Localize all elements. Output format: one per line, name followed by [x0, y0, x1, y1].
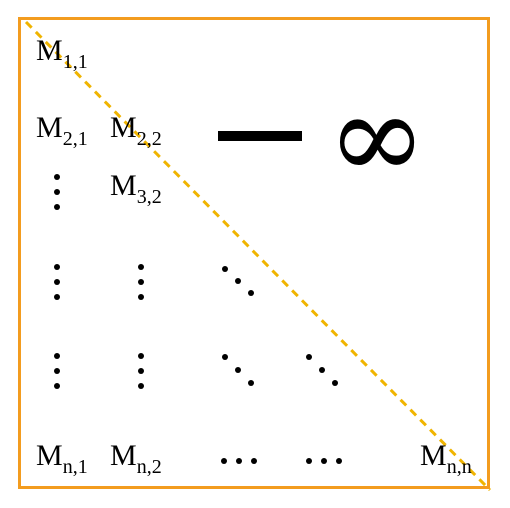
vdots-c1-r5 [54, 383, 60, 389]
entry-m11: M1,1 [36, 34, 88, 73]
ddots-r5-c3 [222, 354, 228, 360]
ddots-r4-c3 [235, 278, 241, 284]
vdots-c1-r3 [54, 189, 60, 195]
vdots-c2-r5 [138, 368, 144, 374]
vdots-c1-r4 [54, 264, 60, 270]
ddots-r5-c3 [235, 367, 241, 373]
entry-m21: M2,1 [36, 111, 88, 150]
entry-mn1: Mn,1 [36, 439, 88, 478]
vdots-c2-r4 [138, 279, 144, 285]
ddots-r5-c4 [319, 367, 325, 373]
hdots-rn-c3 [221, 458, 227, 464]
vdots-c1-r3 [54, 204, 60, 210]
ddots-r4-c3 [248, 290, 254, 296]
vdots-c1-r4 [54, 294, 60, 300]
vdots-c2-r5 [138, 383, 144, 389]
hdots-rn-c4 [321, 458, 327, 464]
entry-mn2: Mn,2 [110, 439, 162, 478]
infinity-symbol: ∞ [327, 68, 427, 207]
ddots-r4-c3 [222, 266, 228, 272]
vdots-c2-r4 [138, 264, 144, 270]
entry-m22: M2,2 [110, 111, 162, 150]
entry-m32: M3,2 [110, 169, 162, 208]
vdots-c1-r5 [54, 368, 60, 374]
hdots-rn-c4 [306, 458, 312, 464]
matrix-border [18, 17, 490, 489]
vdots-c1-r4 [54, 279, 60, 285]
ddots-r5-c4 [306, 354, 312, 360]
vdots-c2-r5 [138, 353, 144, 359]
entry-mnn: Mn,n [420, 439, 472, 478]
minus-sign [218, 131, 302, 141]
hdots-rn-c4 [336, 458, 342, 464]
ddots-r5-c4 [332, 380, 338, 386]
vdots-c1-r5 [54, 353, 60, 359]
ddots-r5-c3 [248, 380, 254, 386]
vdots-c1-r3 [54, 174, 60, 180]
hdots-rn-c3 [236, 458, 242, 464]
vdots-c2-r4 [138, 294, 144, 300]
hdots-rn-c3 [251, 458, 257, 464]
